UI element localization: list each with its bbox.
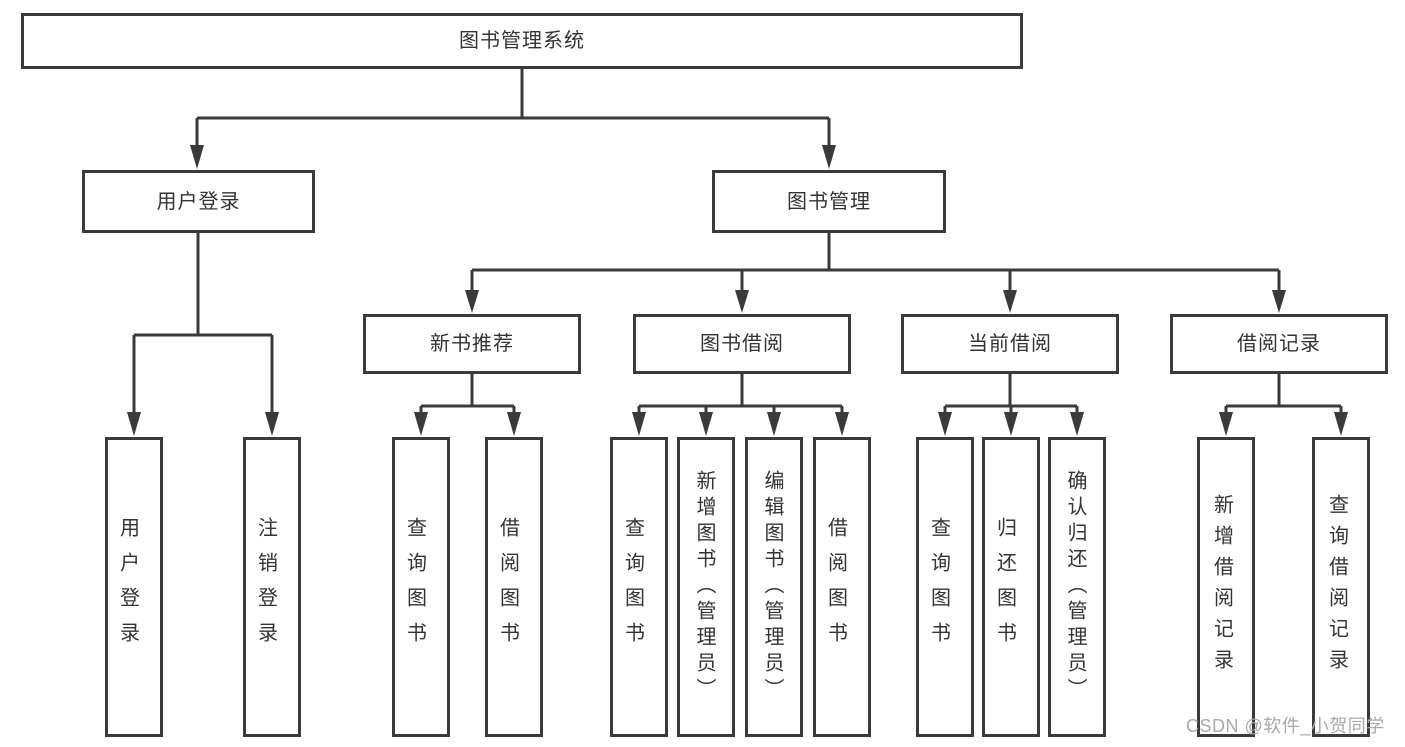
connector-book-management xyxy=(465,233,1286,313)
node-book-management: 图书管理 xyxy=(712,170,946,233)
node-new-book-recommend: 新书推荐 xyxy=(363,314,581,374)
leaf-add-borrow-record: 新增借阅记录 xyxy=(1197,437,1255,737)
leaf-query-borrow-record: 查询借阅记录 xyxy=(1312,437,1370,737)
leaf-query-books-current: 查询图书 xyxy=(916,437,974,737)
connector-book-borrow xyxy=(632,374,849,436)
leaf-query-books-recommend: 查询图书 xyxy=(392,437,450,737)
leaf-query-books-borrow: 查询图书 xyxy=(610,437,668,737)
watermark-text: CSDN @软件_小贺同学 xyxy=(1186,716,1385,736)
leaf-add-book-admin: 新增图书（管理员） xyxy=(677,437,735,737)
connector-current-borrow xyxy=(938,374,1084,436)
connector-user-login xyxy=(127,233,279,436)
connector-root xyxy=(190,69,836,169)
connector-new-book-recommend xyxy=(414,374,521,436)
leaf-borrow-books-recommend: 借阅图书 xyxy=(485,437,543,737)
node-borrow-records: 借阅记录 xyxy=(1170,314,1388,374)
connector-borrow-records xyxy=(1219,374,1348,436)
node-library-system: 图书管理系统 xyxy=(21,13,1023,69)
leaf-confirm-return-admin: 确认归还（管理员） xyxy=(1048,437,1106,737)
node-user-login: 用户登录 xyxy=(82,170,315,233)
leaf-borrow-books: 借阅图书 xyxy=(813,437,871,737)
leaf-return-book: 归还图书 xyxy=(982,437,1040,737)
leaf-user-login: 用户登录 xyxy=(105,437,163,737)
node-current-borrow: 当前借阅 xyxy=(901,314,1119,374)
leaf-edit-book-admin: 编辑图书（管理员） xyxy=(745,437,803,737)
node-book-borrow: 图书借阅 xyxy=(633,314,851,374)
leaf-logout: 注销登录 xyxy=(243,437,301,737)
